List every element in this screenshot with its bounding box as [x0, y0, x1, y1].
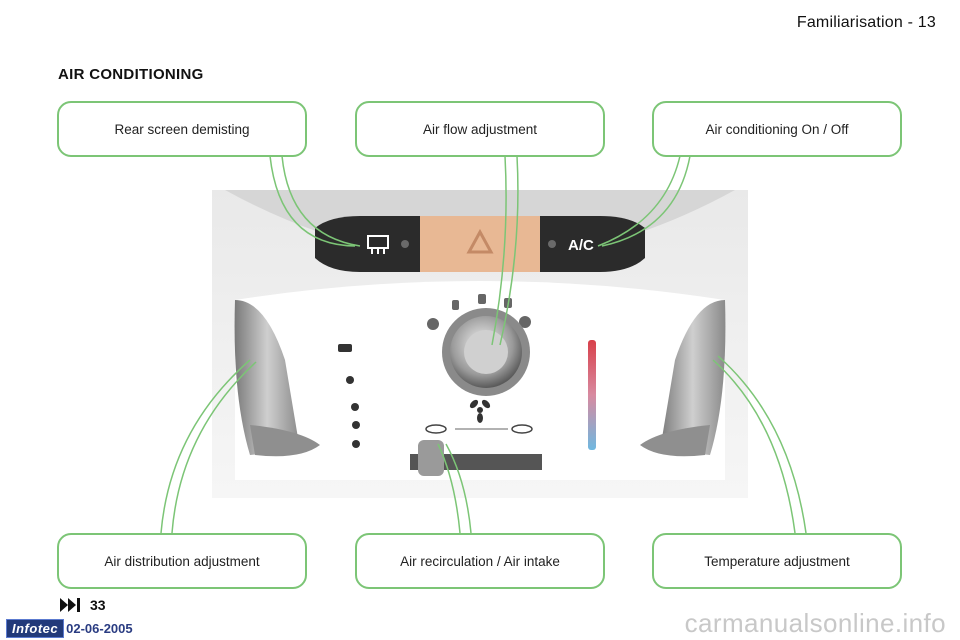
- watermark: carmanualsonline.info: [684, 608, 946, 638]
- fan-icon: [469, 399, 491, 423]
- infotec-stamp: Infotec 02-06-2005: [6, 619, 133, 638]
- callout-rear-screen-demisting[interactable]: Rear screen demisting: [57, 101, 307, 157]
- airflow-knob: [442, 308, 530, 396]
- upper-dash: [225, 190, 735, 260]
- panel-background: [212, 190, 748, 498]
- hazard-button: [420, 216, 540, 272]
- fast-forward-icon: [60, 598, 80, 612]
- distribution-icons: [338, 344, 360, 448]
- infotec-logo: Infotec: [6, 619, 65, 638]
- callout-ac-on-off[interactable]: Air conditioning On / Off: [652, 101, 902, 157]
- callout-air-recirculation[interactable]: Air recirculation / Air intake: [355, 533, 605, 589]
- recirculation-slider-track: [410, 454, 542, 470]
- page-reference[interactable]: 33: [60, 597, 106, 613]
- hazard-icon: [466, 228, 494, 254]
- rear-demist-button: [315, 216, 420, 272]
- callout-temperature-adjustment[interactable]: Temperature adjustment: [652, 533, 902, 589]
- right-air-vent: [660, 300, 726, 455]
- distribution-mode-icons: [427, 294, 531, 330]
- fresh-air-icon: [511, 424, 533, 434]
- control-face: [235, 281, 725, 480]
- rear-demist-icon: [367, 235, 389, 254]
- page-reference-number: 33: [90, 597, 106, 613]
- page-header-title: Familiarisation - 13: [796, 14, 936, 31]
- recirculation-lever: [418, 440, 444, 476]
- recirculation-icon: [425, 424, 447, 434]
- infotec-date: 02-06-2005: [66, 621, 133, 636]
- left-air-vent: [234, 300, 300, 455]
- section-title: AIR CONDITIONING: [58, 66, 204, 83]
- callout-leader-lines: [160, 155, 807, 534]
- callout-air-distribution-adjustment[interactable]: Air distribution adjustment: [57, 533, 307, 589]
- temperature-scale: [588, 340, 596, 450]
- ac-label: A/C: [568, 237, 594, 254]
- ac-button: [540, 216, 645, 272]
- callout-air-flow-adjustment[interactable]: Air flow adjustment: [355, 101, 605, 157]
